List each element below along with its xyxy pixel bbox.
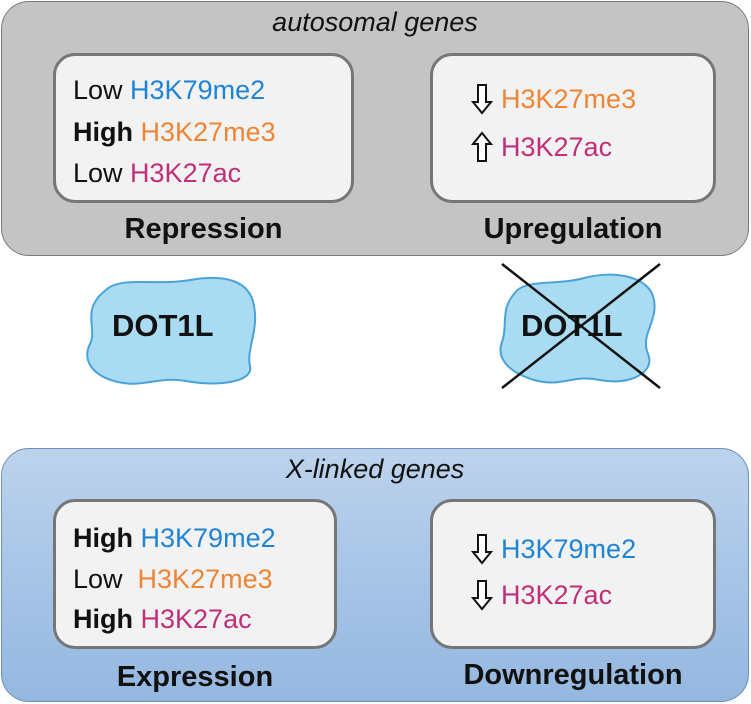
dot1l-knockout: DOT1L: [490, 262, 670, 392]
histone-mark-label: H3K27me3: [140, 117, 276, 147]
histone-mark-label: H3K79me2: [501, 534, 637, 564]
result-label: Downregulation: [463, 659, 683, 691]
histone-mark-label: H3K27ac: [130, 158, 242, 188]
mark-line: Low H3K27me3: [73, 563, 273, 595]
mark-line: H3K27me3: [471, 83, 636, 115]
panel-title: autosomal genes: [272, 7, 478, 37]
level-label: Low: [73, 564, 123, 594]
mark-line: H3K27ac: [471, 131, 612, 163]
mark-line: Low H3K79me2: [73, 74, 265, 106]
level-label: Low: [73, 75, 123, 105]
histone-mark-label: H3K27ac: [501, 132, 613, 162]
histone-mark-label: H3K79me2: [130, 75, 266, 105]
histone-mark-label: H3K27me3: [137, 564, 273, 594]
mark-line: High H3K27me3: [73, 116, 276, 148]
dot1l-present: DOT1L: [78, 268, 260, 388]
panel-title: X-linked genes: [285, 454, 465, 484]
protein-label: DOT1L: [112, 308, 214, 343]
histone-mark-label: H3K27ac: [501, 580, 613, 610]
down-arrow-icon: [471, 84, 493, 115]
result-label: Repression: [124, 213, 283, 245]
histone-mark-label: H3K27ac: [140, 604, 252, 634]
chromatin-change-box: H3K27me3 H3K27ac: [430, 53, 716, 203]
level-label: High: [73, 523, 133, 553]
mark-line: H3K79me2: [471, 533, 636, 565]
chromatin-state-box: Low H3K79me2 High H3K27me3 Low H3K27ac: [53, 53, 354, 203]
down-arrow-icon: [471, 534, 493, 565]
level-label: High: [73, 604, 133, 634]
mark-line: High H3K27ac: [73, 603, 252, 635]
mark-line: Low H3K27ac: [73, 157, 241, 189]
protein-label: DOT1L: [521, 308, 623, 343]
chromatin-state-box: High H3K79me2 Low H3K27me3 High H3K27ac: [53, 499, 337, 649]
level-label: Low: [73, 158, 123, 188]
up-arrow-icon: [471, 131, 493, 162]
down-arrow-icon: [471, 580, 493, 611]
knockout-cross-icon: [501, 263, 661, 389]
histone-mark-label: H3K27me3: [501, 84, 637, 114]
result-label: Upregulation: [483, 213, 663, 245]
protein-blob-shape: [86, 276, 257, 385]
chromatin-change-box: H3K79me2 H3K27ac: [430, 499, 716, 649]
x-linked-genes-panel: X-linked genes High H3K79me2 Low H3K27me…: [1, 448, 749, 702]
level-label: High: [73, 117, 133, 147]
autosomal-genes-panel: autosomal genes Low H3K79me2 High H3K27m…: [1, 1, 749, 256]
histone-mark-label: H3K79me2: [140, 523, 276, 553]
result-label: Expression: [116, 661, 274, 693]
mark-line: High H3K79me2: [73, 522, 276, 554]
mark-line: H3K27ac: [471, 579, 612, 611]
